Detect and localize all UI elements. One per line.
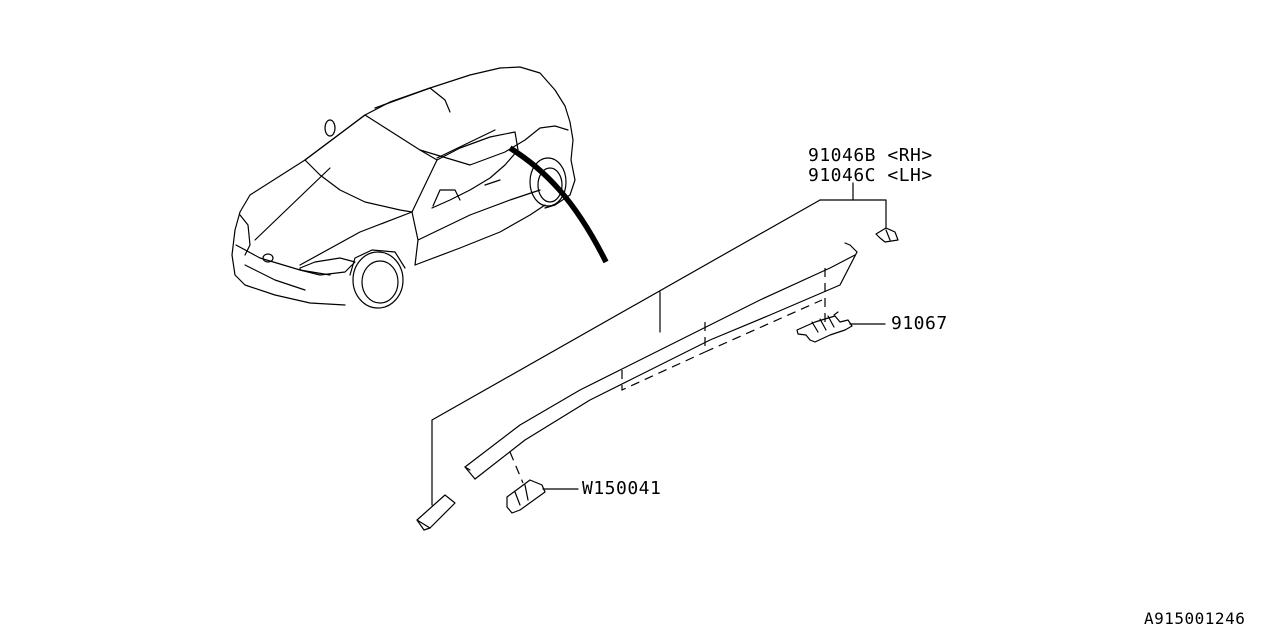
callout-label-91046b: 91046B <RH> [808,145,933,166]
clip-w150041 [506,479,579,514]
callout-label-91067: 91067 [891,313,948,334]
callout-label-w150041: W150041 [582,478,662,499]
clip-91067 [796,311,886,343]
callout-label-91046c: 91046C <LH> [808,165,933,186]
end-cap-lower [416,494,456,531]
leader-91046 [431,182,887,506]
clip-location-dashes [509,268,826,484]
figure-code: A915001246 [1144,609,1246,628]
car-body-outline [231,66,576,309]
moulding-strip [464,242,858,480]
location-indicator-line [508,145,609,264]
end-cap-upper [875,227,899,243]
